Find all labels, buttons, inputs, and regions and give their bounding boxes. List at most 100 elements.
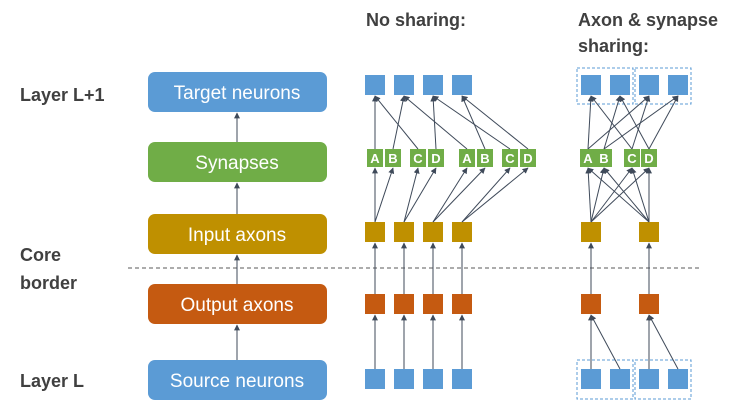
source-neuron: [581, 369, 601, 389]
synapse-d: D: [520, 149, 536, 167]
input-axon: [452, 222, 472, 242]
input-axon: [581, 222, 601, 242]
source-neuron: [639, 369, 659, 389]
connection-arrow: [590, 167, 650, 223]
output-axon: [639, 294, 659, 314]
stage-source-neurons: Source neurons: [148, 360, 327, 400]
target-neuron: [365, 75, 385, 95]
target-neuron: [452, 75, 472, 95]
connection-arrow: [603, 167, 650, 223]
output-axon: [581, 294, 601, 314]
connection-arrow: [585, 167, 592, 223]
stage-output-axons: Output axons: [148, 284, 327, 324]
target-neuron: [394, 75, 414, 95]
connection-arrow: [461, 95, 486, 150]
input-axon: [394, 222, 414, 242]
output-axon: [423, 294, 443, 314]
target-neuron: [610, 75, 630, 95]
stage-label: Target neurons: [174, 83, 301, 104]
target-neuron: [639, 75, 659, 95]
connection-arrow: [631, 95, 651, 150]
synapse-letter: B: [480, 151, 489, 166]
connection-arrow: [403, 167, 437, 223]
connection-arrow: [587, 95, 594, 150]
synapse-c: C: [624, 149, 640, 167]
core-label: Core: [20, 245, 61, 265]
source-neuron: [394, 369, 414, 389]
source-group-outline: [634, 359, 692, 400]
output-axon: [365, 294, 385, 314]
synapse-letter: C: [413, 151, 423, 166]
connection-arrow: [461, 167, 529, 223]
input-axon: [365, 222, 385, 242]
synapse-letter: A: [370, 151, 380, 166]
synapse-b: B: [596, 149, 612, 167]
synapse-a: A: [367, 149, 383, 167]
connection-arrow: [430, 95, 437, 150]
source-group-outline: [576, 359, 634, 400]
target-neuron: [581, 75, 601, 95]
sharing-title-line1: Axon & synapse: [578, 10, 718, 30]
layer-l-plus-1-label: Layer L+1: [20, 85, 105, 105]
source-neuron: [452, 369, 472, 389]
synapse-letter: B: [388, 151, 397, 166]
connection-arrow: [461, 167, 511, 223]
synapse-letter: D: [644, 151, 653, 166]
layer-l-label: Layer L: [20, 371, 84, 391]
input-axon: [423, 222, 443, 242]
connection-arrow: [432, 95, 511, 150]
connection-arrow: [432, 167, 468, 223]
synapse-a: A: [580, 149, 596, 167]
connection-arrow: [590, 167, 606, 223]
source-neuron: [668, 369, 688, 389]
connection-arrow: [374, 95, 419, 150]
connection-arrow: [590, 314, 621, 370]
connection-arrow: [403, 167, 420, 223]
connection-arrow: [590, 95, 633, 150]
connection-arrow: [590, 167, 633, 223]
synapse-a: A: [459, 149, 475, 167]
connection-arrow: [392, 95, 406, 150]
stage-input-axons: Input axons: [148, 214, 327, 254]
stage-target-neurons: Target neurons: [148, 72, 327, 112]
sharing-title-line2: sharing:: [578, 36, 649, 56]
stage-label: Synapses: [195, 153, 278, 174]
synapse-letter: B: [599, 151, 608, 166]
output-axon: [452, 294, 472, 314]
synapse-letter: D: [431, 151, 440, 166]
synapse-d: D: [428, 149, 444, 167]
synapse-letter: C: [505, 151, 515, 166]
synapse-letter: A: [583, 151, 593, 166]
connection-arrow: [374, 167, 395, 223]
connection-arrow: [648, 95, 679, 150]
no-sharing-title: No sharing:: [366, 10, 466, 30]
source-neuron: [365, 369, 385, 389]
synapse-c: C: [502, 149, 518, 167]
stage-label: Input axons: [188, 225, 286, 246]
synapse-letter: A: [462, 151, 472, 166]
source-neuron: [610, 369, 630, 389]
synapse-letter: D: [523, 151, 532, 166]
input-axon: [639, 222, 659, 242]
source-neuron: [423, 369, 443, 389]
stage-label: Output axons: [180, 295, 293, 316]
target-group-outline: [576, 67, 634, 105]
connection-arrow: [587, 95, 650, 150]
border-label: border: [20, 273, 77, 293]
target-neuron: [423, 75, 443, 95]
synapse-letter: C: [627, 151, 637, 166]
output-axon: [394, 294, 414, 314]
synapse-b: B: [385, 149, 401, 167]
connection-arrow: [648, 314, 679, 370]
synapse-d: D: [641, 149, 657, 167]
stage-synapses: Synapses: [148, 142, 327, 182]
connection-arrow: [432, 167, 486, 223]
connection-arrow: [619, 95, 650, 150]
connection-arrow: [461, 95, 529, 150]
synapse-c: C: [410, 149, 426, 167]
stage-label: Source neurons: [170, 371, 304, 392]
target-group-outline: [634, 67, 692, 105]
target-neuron: [668, 75, 688, 95]
